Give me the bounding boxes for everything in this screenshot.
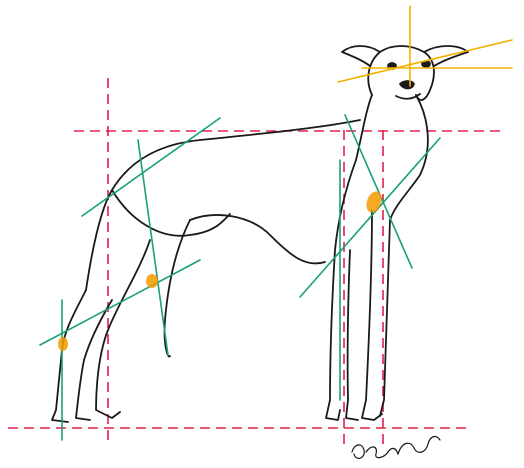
stifle-marker	[146, 274, 158, 288]
thigh-angle-line	[138, 140, 168, 355]
angle-lines	[40, 115, 440, 440]
reference-lines	[8, 78, 500, 445]
upper-arm-angle-line	[345, 115, 412, 268]
signature	[352, 437, 440, 459]
croup-angle-line	[82, 118, 220, 216]
dog-outline	[52, 46, 468, 422]
joint-markers	[58, 189, 384, 351]
shoulder-angle-line	[300, 138, 440, 297]
elbow-marker	[364, 189, 385, 214]
lower-thigh-angle-line	[40, 260, 200, 345]
hock-marker	[58, 337, 68, 351]
